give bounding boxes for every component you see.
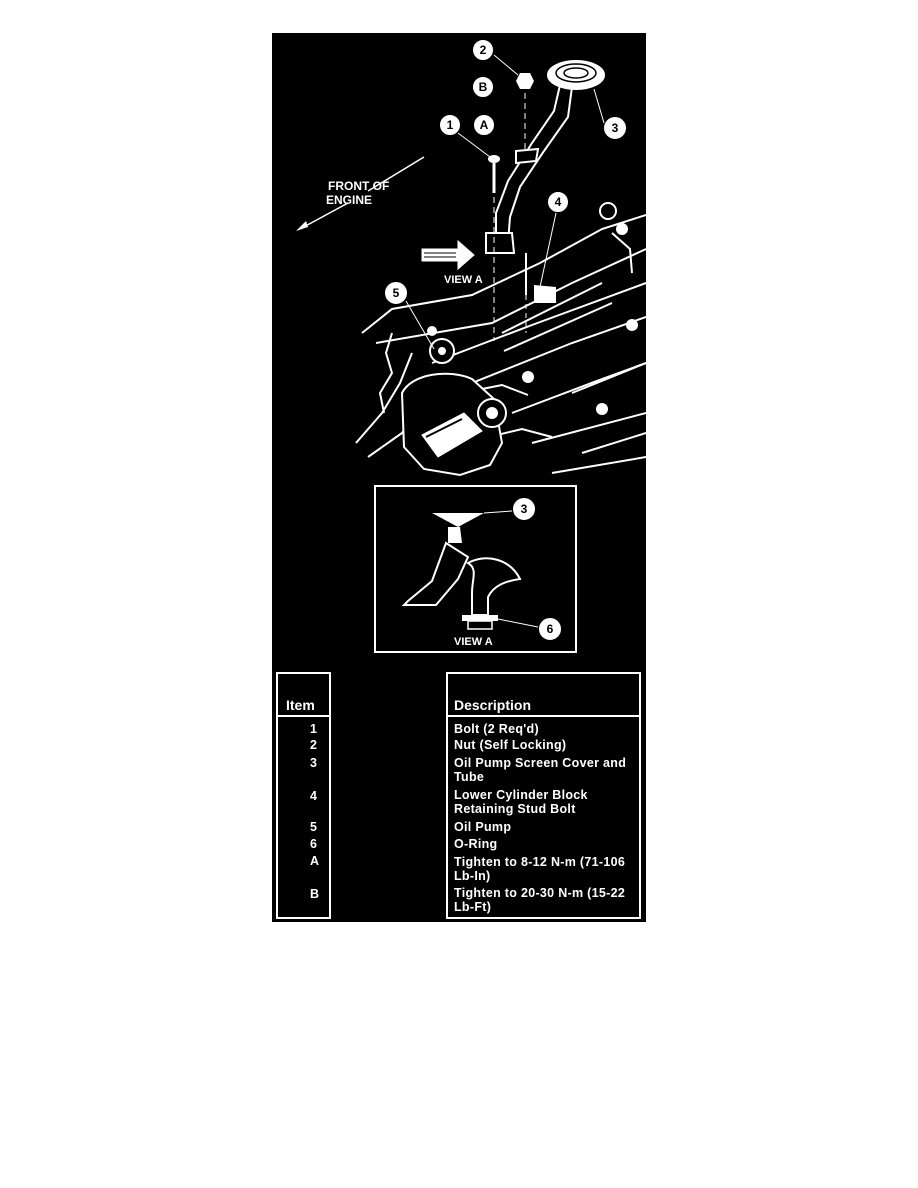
diagram-svg: FRONT OF ENGINE VIEW A: [276, 38, 646, 919]
nut-2-icon: [516, 73, 534, 149]
svg-text:2: 2: [310, 738, 317, 752]
svg-text:Bolt (2 Req'd): Bolt (2 Req'd): [454, 722, 539, 736]
svg-text:1: 1: [310, 722, 317, 736]
oil-pump: [400, 202, 638, 477]
callout-A: A: [472, 113, 496, 137]
callout-2: 2: [471, 38, 519, 76]
svg-text:1: 1: [447, 118, 454, 132]
svg-text:Tube: Tube: [454, 770, 484, 784]
svg-text:Lb-In): Lb-In): [454, 869, 491, 883]
svg-text:5: 5: [393, 286, 400, 300]
svg-text:6: 6: [310, 837, 317, 851]
view-a-inset-label: VIEW A: [454, 636, 493, 648]
oil-pump-screen-tube: [485, 60, 605, 254]
callout-5: 5: [383, 280, 435, 350]
view-a-inset: [374, 485, 577, 653]
table-row: 3 Oil Pump Screen Cover and Tube: [310, 756, 626, 784]
description-column-header: Description: [454, 697, 531, 713]
callout-B: B: [471, 75, 495, 99]
bolt-1-icon: [488, 155, 500, 341]
svg-text:B: B: [310, 887, 319, 901]
callout-1: 1: [438, 113, 491, 158]
legend-table: Item Description 1 Bolt (2 Req'd) 2 Nut …: [276, 672, 641, 919]
table-row: 2 Nut (Self Locking): [310, 738, 566, 752]
svg-text:4: 4: [555, 195, 562, 209]
callout-4: 4: [539, 190, 570, 288]
inset-callout-6: 6: [497, 616, 563, 642]
view-a-label: VIEW A: [444, 274, 483, 286]
view-a-arrow: [421, 239, 475, 271]
svg-text:Nut (Self Locking): Nut (Self Locking): [454, 738, 566, 752]
svg-text:4: 4: [310, 789, 317, 803]
svg-text:5: 5: [310, 820, 317, 834]
front-of-engine-label-line2: ENGINE: [326, 193, 372, 207]
table-row: 5 Oil Pump: [310, 820, 511, 834]
table-row: 4 Lower Cylinder Block Retaining Stud Bo…: [310, 788, 588, 816]
table-row: A Tighten to 8-12 N-m (71-106 Lb-In): [310, 854, 625, 883]
svg-text:6: 6: [547, 622, 554, 636]
svg-text:B: B: [479, 80, 488, 94]
svg-text:Tighten to 20-30 N-m (15-22: Tighten to 20-30 N-m (15-22: [454, 886, 625, 900]
svg-text:Retaining Stud Bolt: Retaining Stud Bolt: [454, 802, 576, 816]
inset-callout-3: 3: [483, 496, 537, 522]
oil-pump-diagram: FRONT OF ENGINE VIEW A: [272, 33, 646, 922]
svg-text:3: 3: [310, 756, 317, 770]
svg-text:Lb-Ft): Lb-Ft): [454, 900, 491, 914]
svg-text:O-Ring: O-Ring: [454, 837, 497, 851]
table-row: B Tighten to 20-30 N-m (15-22 Lb-Ft): [310, 886, 625, 914]
svg-text:Tighten to 8-12 N-m (71-106: Tighten to 8-12 N-m (71-106: [454, 855, 625, 869]
front-of-engine-arrow: [296, 156, 425, 231]
table-row: 6 O-Ring: [310, 837, 497, 851]
svg-text:A: A: [310, 854, 319, 868]
svg-text:Oil Pump: Oil Pump: [454, 820, 511, 834]
svg-text:Lower Cylinder Block: Lower Cylinder Block: [454, 788, 588, 802]
front-of-engine-label: FRONT OF: [328, 179, 389, 193]
table-row: 1 Bolt (2 Req'd): [310, 722, 539, 736]
svg-text:3: 3: [612, 121, 619, 135]
svg-text:2: 2: [480, 43, 487, 57]
svg-text:Oil Pump Screen Cover and: Oil Pump Screen Cover and: [454, 756, 626, 770]
stud-bolt-4-icon: [525, 253, 556, 333]
callout-3: 3: [593, 88, 628, 141]
svg-text:3: 3: [521, 502, 528, 516]
svg-text:A: A: [480, 118, 489, 132]
item-column-header: Item: [286, 697, 315, 713]
